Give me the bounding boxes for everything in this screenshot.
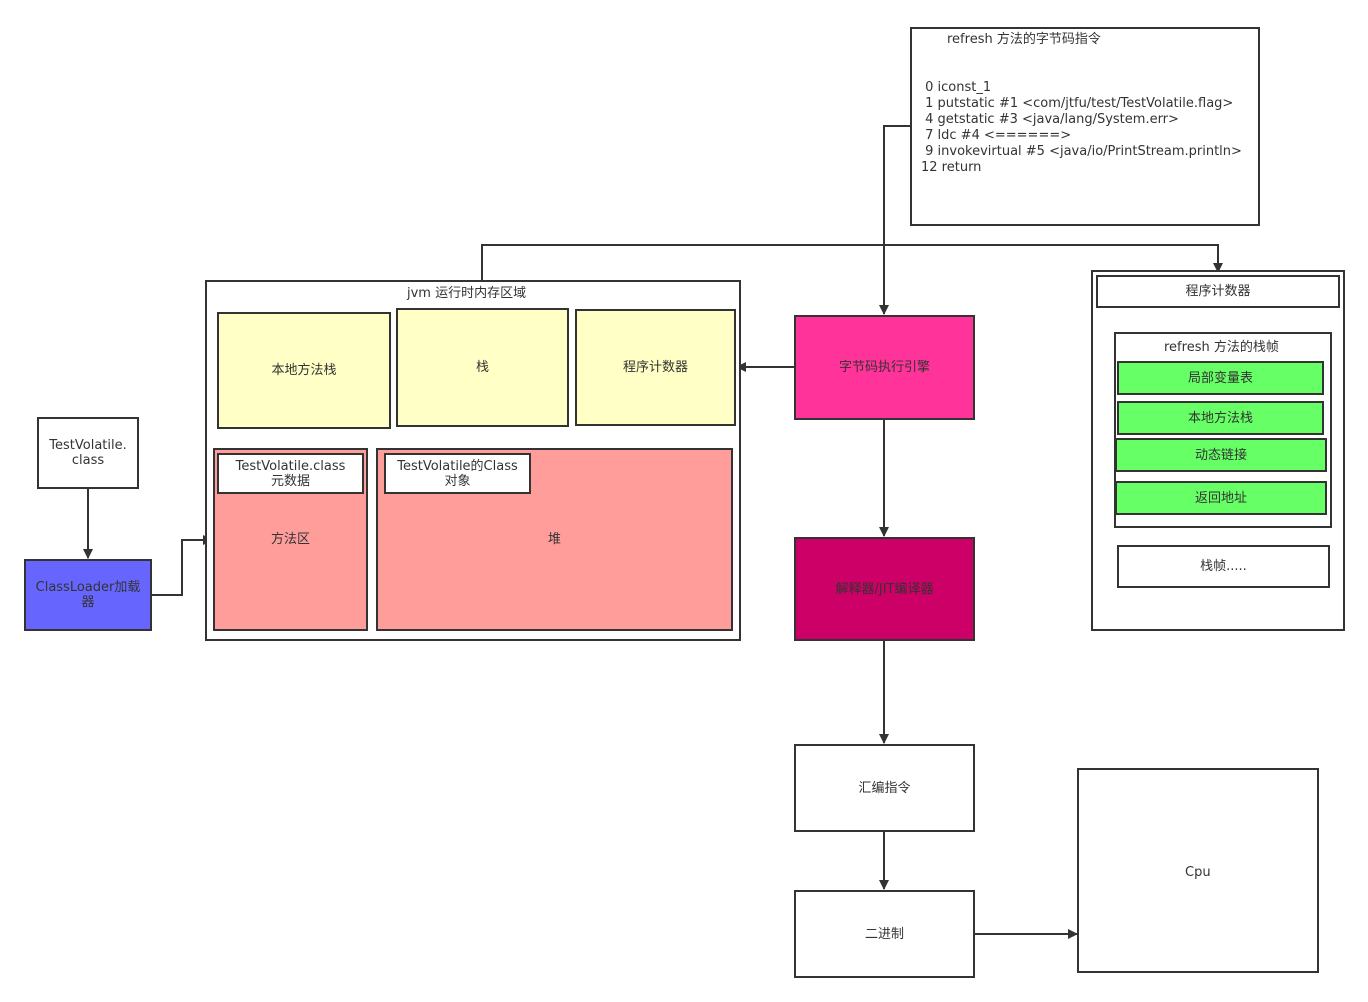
jvm-runtime-title: jvm 运行时内存区域 (407, 286, 527, 301)
bytecode-listing: 0 iconst_1 1 putstatic #1 <com/jtfu/test… (921, 80, 1242, 175)
program-counter-area: 程序计数器 (575, 309, 736, 426)
interpreter-jit: 解释器/JIT编译器 (794, 537, 975, 641)
cpu-box (1077, 768, 1319, 973)
class-object: TestVolatile的Class 对象 (384, 453, 531, 494)
bytecode-title: refresh 方法的字节码指令 (947, 32, 1101, 47)
stack-frame-title: refresh 方法的栈帧 (1164, 340, 1279, 355)
arrow-bytecode-to-engine (879, 125, 910, 315)
stack-area: 栈 (396, 308, 569, 427)
arrow-stack-to-thread (481, 244, 1223, 309)
frame-item-local-vars: 局部变量表 (1117, 361, 1324, 395)
class-file: TestVolatile. class (37, 417, 139, 489)
frame-item-native-stack: 本地方法栈 (1117, 401, 1324, 435)
assembly-instructions: 汇编指令 (794, 744, 975, 832)
frame-item-dynamic-link: 动态链接 (1115, 438, 1327, 472)
more-stack-frames: 栈帧..... (1117, 545, 1330, 588)
bytecode-engine: 字节码执行引擎 (794, 315, 975, 420)
bytecode-panel (910, 27, 1260, 226)
class-metadata: TestVolatile.class 元数据 (217, 453, 364, 494)
frame-item-return-address: 返回地址 (1115, 481, 1327, 515)
class-loader: ClassLoader加载 器 (24, 559, 152, 631)
native-method-stack: 本地方法栈 (217, 312, 391, 429)
thread-program-counter: 程序计数器 (1096, 275, 1340, 308)
cpu-label: Cpu (1185, 865, 1211, 880)
binary-code: 二进制 (794, 890, 975, 978)
arrow-loader-to-method-area (152, 535, 213, 596)
